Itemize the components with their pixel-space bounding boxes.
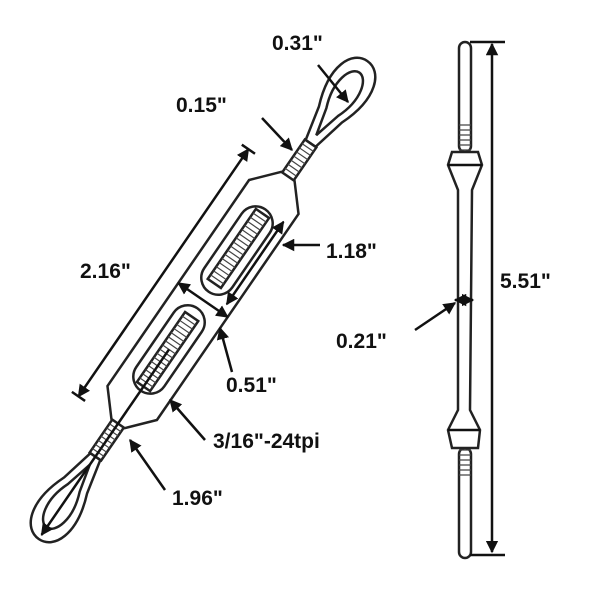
eye-length-dimension [40, 348, 171, 536]
label-eye-length: 1.96" [172, 487, 223, 510]
label-eye-inner-diameter: 0.31" [272, 32, 323, 55]
label-body-width: 0.51" [226, 374, 277, 397]
label-rod-diameter: 0.21" [336, 330, 387, 353]
label-thread-spec: 3/16"-24tpi [213, 430, 320, 453]
eye-length-leader [128, 438, 167, 491]
rod-diameter-leader [414, 301, 457, 332]
turnbuckle-side-view [446, 40, 484, 560]
body-width-dimension [177, 281, 229, 319]
label-slot-length: 1.18" [326, 240, 377, 263]
eye-inner-leader [317, 64, 349, 103]
width-leader [216, 326, 234, 373]
turnbuckle-front-view [29, 56, 377, 544]
label-body-length: 2.16" [80, 260, 131, 283]
slot-length-dimension [225, 220, 285, 306]
label-eye-wire-diameter: 0.15" [176, 94, 227, 117]
eye-wire-leader [261, 117, 293, 151]
thread-leader [169, 399, 206, 441]
body-length-dimension [77, 148, 250, 398]
label-total-length: 5.51" [500, 270, 551, 293]
